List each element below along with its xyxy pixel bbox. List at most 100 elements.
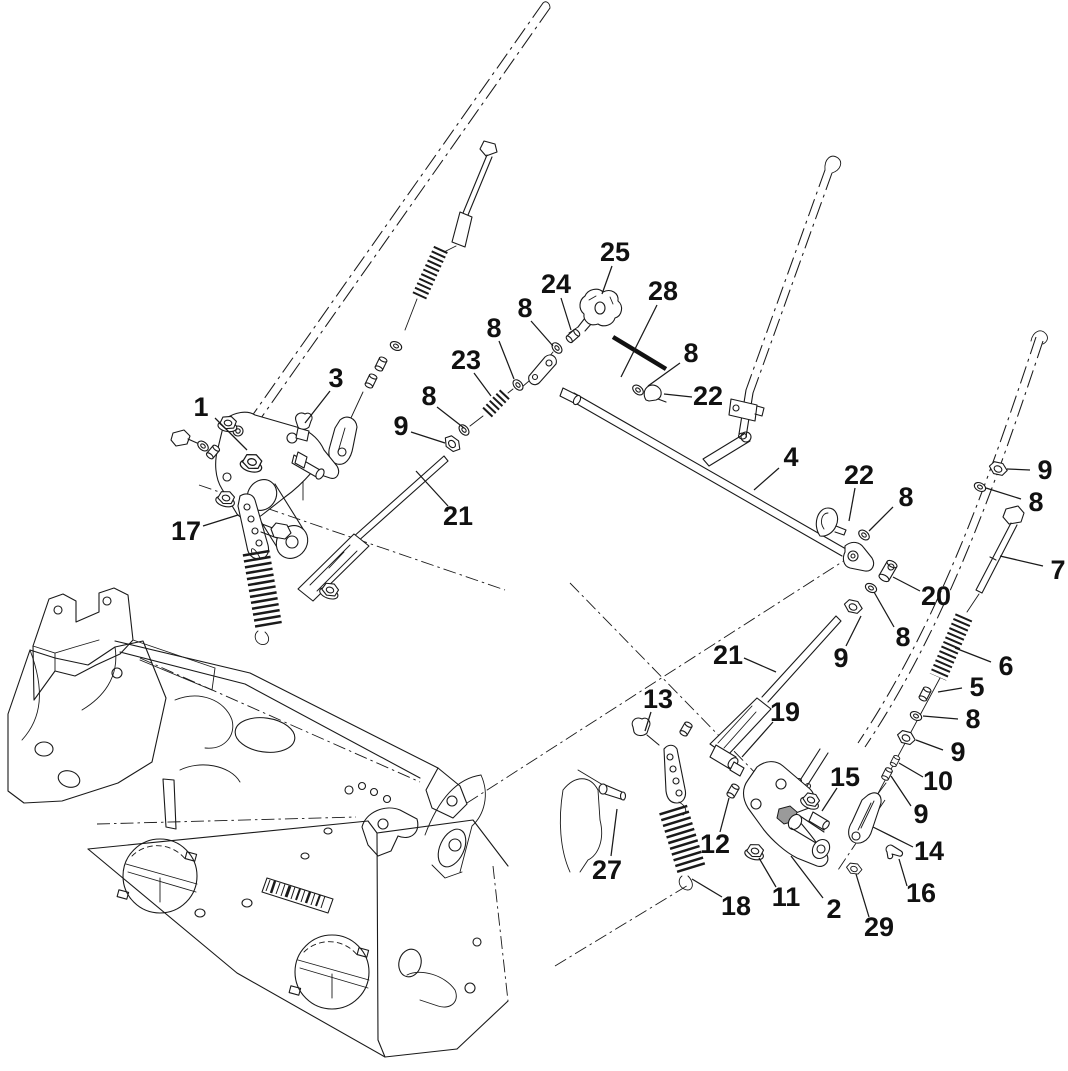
callout-leader-11: [758, 857, 777, 888]
callout-leader-28: [620, 304, 658, 378]
callout-leader-18: [691, 878, 723, 898]
callout-leader-21: [415, 470, 449, 507]
callout-leader-25: [601, 265, 613, 295]
callout-leader-15: [821, 787, 838, 812]
callout-21: 21: [713, 640, 743, 670]
callout-leader-1: [214, 417, 248, 451]
callout-24: 24: [541, 269, 571, 299]
callout-13: 13: [643, 684, 673, 714]
callout-15: 15: [830, 762, 860, 792]
callout-8: 8: [517, 293, 532, 323]
callout-8: 8: [898, 482, 913, 512]
callout-leader-9: [1006, 468, 1031, 471]
callout-8: 8: [421, 381, 436, 411]
bracket-1-assembly: [170, 411, 340, 559]
callout-10: 10: [923, 766, 953, 796]
frame-chassis: [7, 587, 603, 1058]
callout-leader-9: [845, 615, 862, 647]
callout-9: 9: [1037, 455, 1052, 485]
callout-leader-23: [473, 372, 492, 397]
clip-22-upper: [630, 382, 667, 403]
callout-21: 21: [443, 501, 473, 531]
callout-17: 17: [171, 516, 201, 546]
callout-9: 9: [950, 737, 965, 767]
handle-tube-middle: [702, 155, 842, 467]
callout-7: 7: [1050, 555, 1065, 585]
callout-22: 22: [844, 460, 874, 490]
strap-17-and-spring: [214, 488, 292, 646]
callout-8: 8: [1028, 487, 1043, 517]
clip-22-lower: [815, 507, 872, 543]
callout-leader-22: [848, 487, 856, 522]
callout-leader-6: [954, 647, 992, 663]
callout-leader-20: [892, 576, 921, 592]
callout-leader-17: [202, 514, 239, 527]
knob-25-chain: [469, 288, 623, 427]
callout-8: 8: [965, 704, 980, 734]
callout-3: 3: [328, 363, 343, 393]
callout-1: 1: [193, 392, 208, 422]
callout-leader-8: [647, 362, 681, 387]
callout-12: 12: [700, 829, 730, 859]
callout-9: 9: [833, 643, 848, 673]
callout-22: 22: [693, 381, 723, 411]
callout-leader-8: [530, 320, 554, 347]
callout-28: 28: [648, 276, 678, 306]
callout-leader-5: [937, 687, 963, 693]
callout-leader-8: [985, 487, 1022, 500]
callout-leader-8: [436, 406, 465, 429]
callout-9: 9: [913, 799, 928, 829]
callout-leader-9: [915, 739, 944, 751]
handle-tube-left: [246, 1, 551, 429]
callout-20: 20: [921, 581, 951, 611]
cable-28: [611, 335, 668, 371]
callout-leader-14: [872, 826, 914, 848]
callout-leader-8: [498, 340, 515, 380]
rod-21-lower: [709, 615, 842, 777]
strap-13-spring-18: [598, 717, 706, 891]
callout-16: 16: [906, 878, 936, 908]
rod-4: [559, 387, 899, 617]
bracket-2-assembly: [725, 761, 831, 867]
callout-leader-19: [741, 721, 774, 758]
callout-leader-22: [663, 393, 693, 398]
callout-25: 25: [600, 237, 630, 267]
callout-leader-3: [304, 390, 331, 424]
callout-leader-8: [873, 591, 895, 628]
callout-leader-7: [999, 555, 1044, 567]
callout-8: 8: [683, 338, 698, 368]
callout-29: 29: [864, 912, 894, 942]
callout-8: 8: [486, 313, 501, 343]
clevis-14: [848, 792, 882, 844]
callout-leader-13: [644, 711, 652, 732]
serial-decal: [261, 877, 334, 914]
callout-5: 5: [969, 672, 984, 702]
callout-leader-29: [855, 873, 870, 918]
cotter-pin-16: [885, 844, 904, 860]
callout-leader-8: [868, 506, 894, 532]
callout-leader-16: [898, 858, 908, 887]
callout-8: 8: [895, 622, 910, 652]
rod-21-upper: [297, 422, 472, 602]
callout-11: 11: [772, 882, 801, 912]
callout-leader-12: [719, 797, 730, 833]
callout-leader-21: [743, 657, 777, 673]
callout-6: 6: [998, 651, 1013, 681]
bolt-7-chain: [844, 458, 1025, 877]
callout-2: 2: [826, 894, 841, 924]
callout-leader-9: [890, 775, 912, 807]
callout-18: 18: [721, 891, 751, 921]
callout-leader-8: [922, 715, 959, 720]
top-bolt-spring-chain: [320, 140, 498, 476]
callout-23: 23: [451, 345, 481, 375]
callout-27: 27: [592, 855, 622, 885]
callout-4: 4: [783, 442, 798, 472]
callout-leader-27: [610, 808, 618, 857]
callout-leader-24: [560, 297, 572, 331]
callout-14: 14: [914, 836, 944, 866]
callout-leader-10: [898, 762, 924, 778]
callout-19: 19: [770, 697, 800, 727]
